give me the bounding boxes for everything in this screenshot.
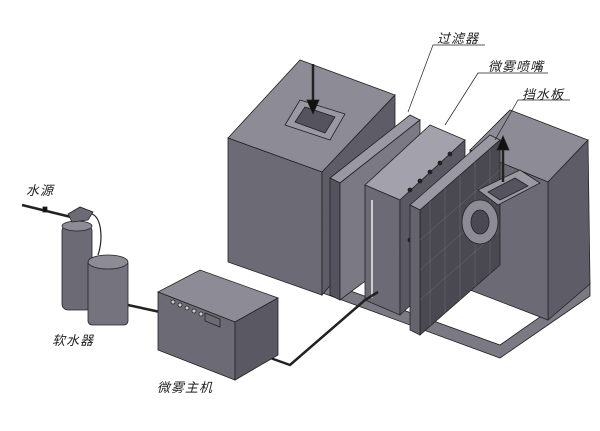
inlet-hood bbox=[284, 64, 346, 141]
host-to-nozzle-pipe bbox=[261, 290, 379, 367]
outlet-fan bbox=[461, 134, 541, 245]
label-host: 微雾主机 bbox=[157, 381, 214, 396]
mist-host-unit bbox=[157, 269, 279, 381]
softener-to-host-pipe bbox=[127, 303, 161, 314]
label-water-source: 水源 bbox=[26, 184, 55, 199]
label-filter: 过滤器 bbox=[437, 32, 480, 47]
label-softener: 软水器 bbox=[52, 334, 95, 349]
water-softener bbox=[61, 206, 129, 326]
label-nozzle: 微雾喷嘴 bbox=[488, 60, 545, 75]
water-source-pipe bbox=[21, 203, 76, 220]
label-baffle: 挡水板 bbox=[522, 88, 565, 103]
down-arrow-icon bbox=[306, 99, 320, 116]
up-arrow-icon bbox=[496, 134, 510, 151]
leader-lines bbox=[407, 44, 570, 141]
